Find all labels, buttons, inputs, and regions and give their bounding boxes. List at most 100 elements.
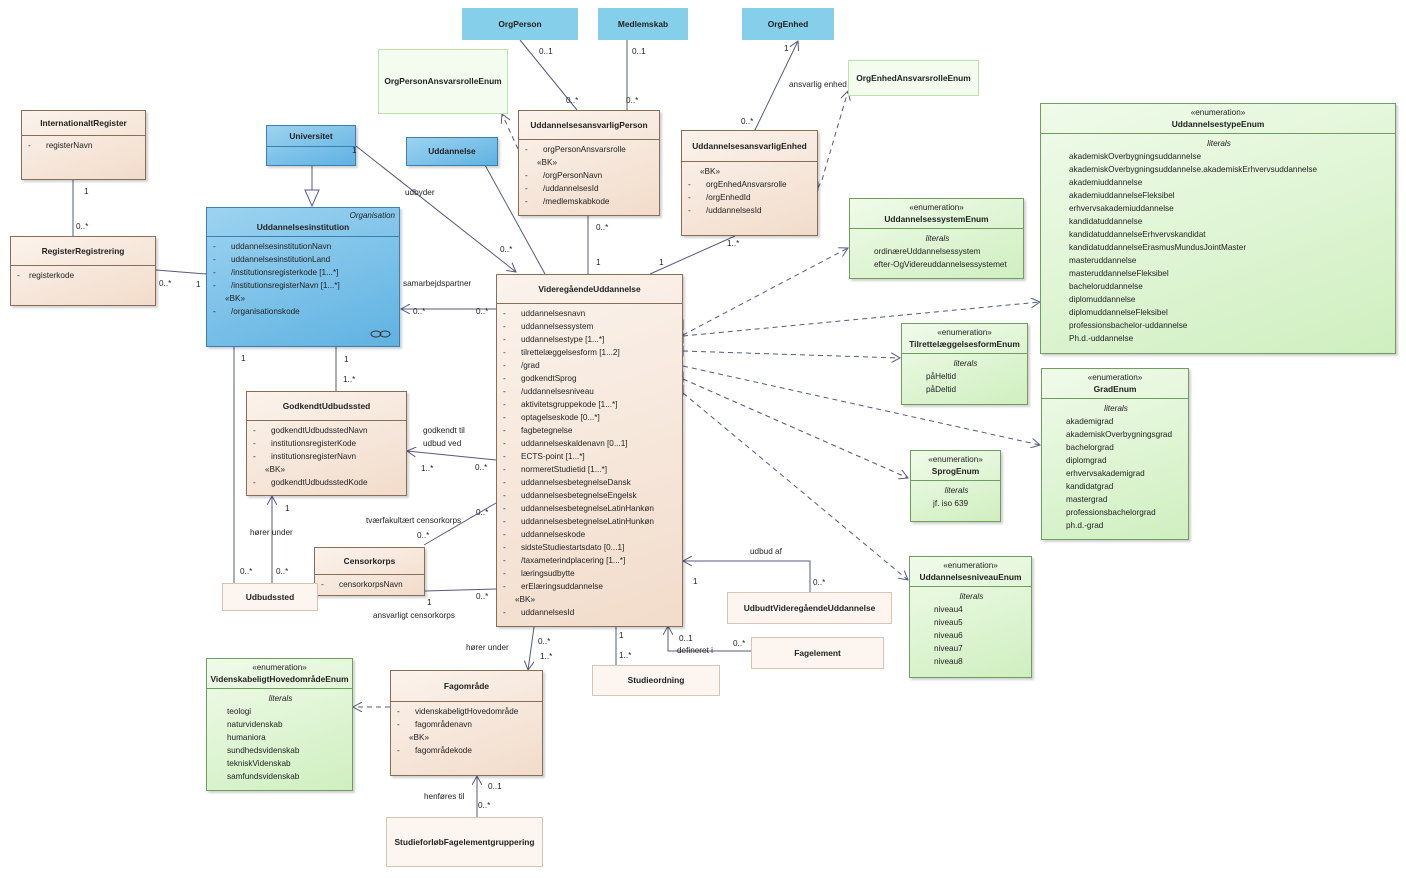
class-studieordning[interactable]: Studieordning <box>592 665 720 696</box>
association-label: godkendt til <box>423 426 465 435</box>
literal-list: jf. iso 639 <box>917 497 996 510</box>
attribute: -institutionsregisterKode <box>253 439 357 448</box>
enum-uddannelsestype[interactable]: «enumeration» UddannelsestypeEnum litera… <box>1040 103 1396 354</box>
attribute: -/uddannelsesniveau <box>503 387 594 396</box>
multiplicity: 1 <box>693 577 698 586</box>
attribute: -orgPersonAnsvarsrolle <box>525 145 626 154</box>
stereotype: «enumeration» <box>928 455 983 464</box>
class-studieforloebfagelementgruppering[interactable]: StudieforløbFagelementgruppering <box>386 817 543 867</box>
multiplicity: 0..* <box>500 245 513 254</box>
multiplicity: 0..* <box>478 801 491 810</box>
enum-literal: niveau5 <box>934 618 963 627</box>
multiplicity: 0..* <box>417 531 430 540</box>
stereotype: «enumeration» <box>943 561 998 570</box>
class-uddannelsesinstitution[interactable]: Organisation Uddannelsesinstitution -udd… <box>206 207 400 347</box>
class-name: Udbudssted <box>245 591 295 602</box>
multiplicity: 0..* <box>76 222 89 231</box>
class-uddannelse[interactable]: Uddannelse <box>406 137 498 166</box>
stereotype: «enumeration» <box>1190 108 1246 117</box>
stereotype: «enumeration» <box>909 203 964 212</box>
association-label: henføres til <box>424 792 465 801</box>
enum-literal: diplomgrad <box>1066 456 1107 465</box>
association-label: samarbejdspartner <box>403 279 472 288</box>
attribute: -/medlemskabkode <box>525 197 610 206</box>
multiplicity: 0..* <box>596 223 609 232</box>
multiplicity: 0..* <box>475 463 488 472</box>
multiplicity: 0..* <box>538 637 551 646</box>
multiplicity: 0..* <box>566 96 579 105</box>
class-fagelement[interactable]: Fagelement <box>751 637 884 669</box>
class-uddannelsesansvarligenhed[interactable]: UddannelsesansvarligEnhed «BK» -orgEnhed… <box>681 130 818 236</box>
class-name: UddannelsesansvarligPerson <box>530 120 648 130</box>
enum-tilrettelaeggelsesform[interactable]: «enumeration» TilrettelæggelsesformEnum … <box>901 323 1028 405</box>
attribute: -uddannelsesinstitutionNavn <box>213 242 332 251</box>
enum-literal: erhvervsakademiuddannelse <box>1069 204 1174 213</box>
bk-stereotype: «BK» <box>265 465 286 474</box>
class-censorkorps[interactable]: Censorkorps -censorkorpsNavn <box>314 547 425 596</box>
bk-stereotype: «BK» <box>537 158 558 167</box>
literals-label: literals <box>268 694 293 703</box>
attribute: -/organisationskode <box>213 307 300 316</box>
multiplicity: 0..* <box>476 307 489 316</box>
class-name: TilrettelæggelsesformEnum <box>909 339 1020 349</box>
bk-stereotype: «BK» <box>409 733 430 742</box>
enum-literal: kandidatuddannelse <box>1069 217 1143 226</box>
enum-videnskabeligthovedomraade[interactable]: «enumeration» VidenskabeligtHovedområdeE… <box>206 658 353 791</box>
enum-uddannelsesniveau[interactable]: «enumeration» UddannelsesniveauEnum lite… <box>909 556 1032 678</box>
class-godkendtudbudssted[interactable]: GodkendtUdbudssted -godkendtUdbudsstedNa… <box>246 391 407 496</box>
class-orgperson[interactable]: OrgPerson <box>462 8 578 40</box>
class-name: Fagelement <box>794 647 841 658</box>
class-fagomraade[interactable]: Fagområde -videnskabeligtHovedområde -fa… <box>390 670 543 776</box>
enum-literal: niveau4 <box>934 605 963 614</box>
enum-literal: niveau6 <box>934 631 963 640</box>
enum-literal: akademiskOverbygningsgrad <box>1066 430 1173 439</box>
class-medlemskab[interactable]: Medlemskab <box>598 8 688 40</box>
enum-literal: niveau7 <box>934 644 963 653</box>
line-enhed-vu <box>649 235 736 275</box>
enum-literal: efter-OgVidereuddannelsessystemet <box>874 260 1007 269</box>
attribute: -fagbetegnelse <box>503 426 573 435</box>
multiplicity: 0..* <box>476 508 489 517</box>
multiplicity: 1..* <box>727 239 740 248</box>
enum-grad[interactable]: «enumeration» GradEnum literals akademig… <box>1041 368 1189 540</box>
class-tag: Organisation <box>349 211 395 220</box>
multiplicity: 0..* <box>413 307 426 316</box>
enum-literal: masteruddannelse <box>1069 256 1137 265</box>
class-uddannelsesansvarligperson[interactable]: UddannelsesansvarligPerson -orgPersonAns… <box>518 110 660 216</box>
class-orgenhedansvarsrolleenum[interactable]: OrgEnhedAnsvarsrolleEnum <box>848 60 979 96</box>
enum-literal: kandidatuddannelseErasmusMundusJointMast… <box>1069 243 1247 252</box>
enum-literal: diplomuddannelseFleksibel <box>1069 308 1168 317</box>
attribute-list: -uddannelsesnavn-uddannelsessystem-uddan… <box>497 304 682 622</box>
attribute: -fagområdekode <box>397 746 472 755</box>
stereotype: «enumeration» <box>252 663 307 672</box>
class-udbudtvideregaaendeuddannelse[interactable]: UdbudtVideregåendeUddannelse <box>727 592 892 624</box>
class-internationaltregister[interactable]: InternationaltRegister -registerNavn <box>21 110 146 180</box>
enum-uddannelsessystem[interactable]: «enumeration» UddannelsessystemEnum lite… <box>849 198 1024 279</box>
class-orgpersonansvarsrolleenum[interactable]: OrgPersonAnsvarsrolleEnum <box>378 49 508 114</box>
attribute: -uddannelseskaldenavn [0...1] <box>503 439 628 448</box>
class-name: UddannelsessystemEnum <box>884 214 989 224</box>
attribute: -uddannelsesbetegnelseLatinHankøn <box>503 504 654 513</box>
enum-literal: erhvervsakademigrad <box>1066 469 1145 478</box>
class-udbudssted[interactable]: Udbudssted <box>222 583 318 611</box>
class-name: UdbudtVideregåendeUddannelse <box>743 602 876 613</box>
dep-enhed-enum <box>817 91 848 189</box>
class-name: Universitet <box>289 131 333 141</box>
attribute: -godkendtUdbudsstedKode <box>253 478 368 487</box>
class-universitet[interactable]: Universitet <box>266 125 356 166</box>
class-orgenhed[interactable]: OrgEnhed <box>742 8 834 40</box>
multiplicity: 0..* <box>276 567 289 576</box>
attribute: -/grad <box>503 361 540 370</box>
enum-literal: tekniskVidenskab <box>227 759 291 768</box>
enum-sprog[interactable]: «enumeration» SprogEnum literals jf. iso… <box>910 450 1001 522</box>
dep-vu-niveauenum <box>682 392 908 580</box>
attribute: -uddannelsesnavn <box>503 309 586 318</box>
line-regreg-inst <box>155 269 207 275</box>
class-registerregistrering[interactable]: RegisterRegistrering -registerkode <box>10 236 156 306</box>
attribute: -fagområdenavn <box>397 720 472 729</box>
literals-label: literals <box>1104 404 1128 413</box>
enum-literal: samfundsvidenskab <box>227 772 300 781</box>
stereotype: «enumeration» <box>937 328 992 337</box>
class-videregaaendeuddannelse[interactable]: VideregåendeUddannelse -uddannelsesnavn-… <box>496 274 683 627</box>
